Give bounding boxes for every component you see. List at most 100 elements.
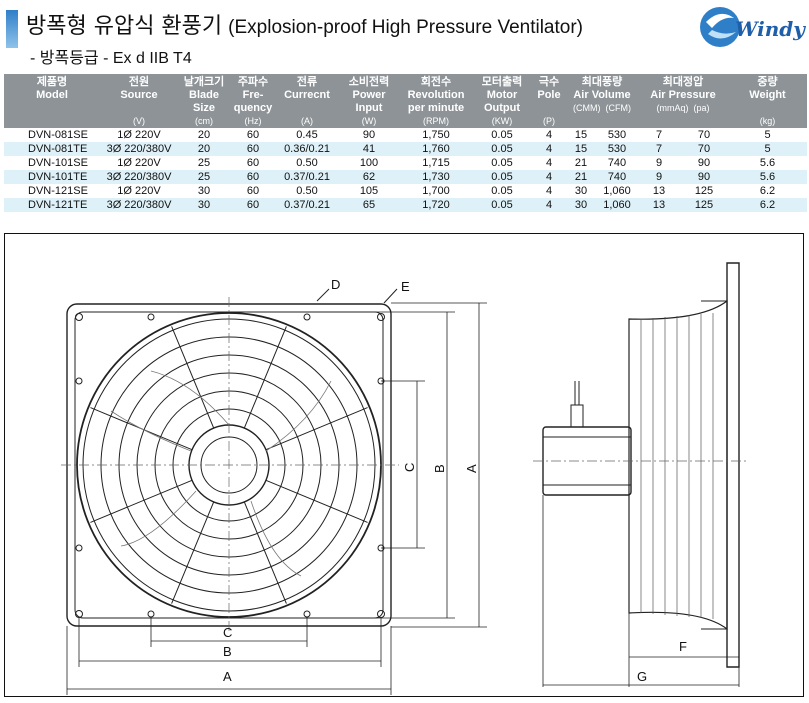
table-cell: 6.2 (728, 198, 807, 212)
table-cell: 60 (230, 142, 276, 156)
table-cell: 100 (359, 157, 379, 169)
table-cell: 5 (728, 142, 807, 156)
title-accent-bar (6, 10, 18, 48)
drawing-frame: D E A B C A B C F G (4, 233, 804, 697)
fan-guard-spokes (90, 326, 368, 604)
fan-blade (250, 500, 302, 577)
table-cell: 4 (532, 170, 566, 184)
table-cell: 60 (246, 185, 260, 197)
table-cell: 1Ø 220V (117, 185, 161, 197)
guard-spoke (243, 326, 287, 429)
explosion-grade-subtitle: - 방폭등급 - Ex d IIB T4 (30, 50, 192, 67)
fan-blade (150, 370, 230, 426)
guard-spoke (171, 501, 215, 604)
label-a-vertical: A (464, 464, 479, 473)
guard-spoke (265, 407, 368, 451)
table-cell: 1,060 (596, 198, 638, 212)
label-c-horizontal: C (223, 625, 232, 640)
table-cell: 21 (566, 170, 596, 184)
table-cell: 25 (197, 157, 211, 169)
table-cell: 6.2 (759, 185, 776, 197)
table-cell: 60 (246, 157, 260, 169)
guard-spoke (171, 326, 215, 429)
label-e: E (401, 279, 410, 294)
table-cell: 1Ø 220V (117, 157, 161, 169)
side-guard-body (628, 299, 728, 631)
table-cell: 740 (607, 157, 627, 169)
table-cell: DVN-081SE (28, 129, 88, 141)
fan-blade (110, 410, 192, 452)
table-cell: 740 (596, 170, 638, 184)
side-flange (726, 262, 740, 668)
logo-circle-icon (700, 7, 740, 47)
table-cell: 30 (178, 198, 230, 212)
label-c-vertical: C (402, 463, 417, 472)
guard-spoke (90, 479, 193, 523)
table-cell: 0.37/0.21 (276, 170, 338, 184)
table-cell: 530 (607, 129, 627, 141)
table-cell: 21 (574, 157, 588, 169)
cable-gland-icon (570, 404, 584, 428)
table-cell: 4 (545, 157, 553, 169)
table-cell: 3Ø 220/380V (100, 198, 178, 212)
title-english: (Explosion-proof High Pressure Ventilato… (228, 17, 583, 38)
logo-text: Windy (735, 17, 805, 41)
table-cell: 1,700 (422, 185, 450, 197)
table-cell: 5.6 (728, 170, 807, 184)
table-cell: DVN-121TE (4, 198, 100, 212)
table-cell: 13 (652, 185, 666, 197)
mount-hole-icon (75, 377, 83, 385)
table-cell: 1Ø 220V (117, 129, 161, 141)
table-cell: 0.45 (296, 129, 318, 141)
table-cell: 62 (338, 170, 400, 184)
label-d: D (331, 277, 340, 292)
table-cell: 3Ø 220/380V (100, 142, 178, 156)
table-cell: 13 (638, 198, 680, 212)
mount-hole-icon (147, 313, 155, 321)
side-guard-ribs (640, 313, 714, 619)
guard-spoke (265, 479, 368, 523)
table-cell: 1,730 (400, 170, 472, 184)
leader-d (316, 288, 330, 302)
mount-hole-icon (75, 544, 83, 552)
table-cell: 60 (246, 129, 260, 141)
table-cell: 65 (338, 198, 400, 212)
table-cell: 9 (638, 170, 680, 184)
fan-technical-drawing: D E A B C A B C F G (61, 262, 749, 695)
table-cell: 70 (697, 129, 711, 141)
table-cell: 90 (697, 157, 711, 169)
mount-hole-icon (377, 610, 385, 618)
label-b-vertical: B (432, 464, 447, 473)
table-cell: 4 (532, 198, 566, 212)
label-b-horizontal: B (223, 644, 232, 659)
table-cell: 30 (197, 185, 211, 197)
horizontal-dimensions (66, 618, 392, 695)
label-f: F (679, 639, 687, 654)
table-cell: 9 (655, 157, 663, 169)
table-cell: 90 (362, 129, 376, 141)
table-cell: 0.50 (296, 185, 318, 197)
leader-e (383, 288, 398, 304)
mount-hole-icon (147, 610, 155, 618)
table-cell: 0.05 (472, 170, 532, 184)
fan-blade (120, 490, 197, 547)
table-cell: 30 (566, 198, 596, 212)
front-view (61, 288, 399, 633)
table-cell: 4 (532, 142, 566, 156)
table-cell: 5 (764, 129, 771, 141)
guard-spoke (243, 501, 287, 604)
table-cell: 105 (359, 185, 379, 197)
table-cell: 15 (574, 129, 588, 141)
table-cell: 1,760 (400, 142, 472, 156)
